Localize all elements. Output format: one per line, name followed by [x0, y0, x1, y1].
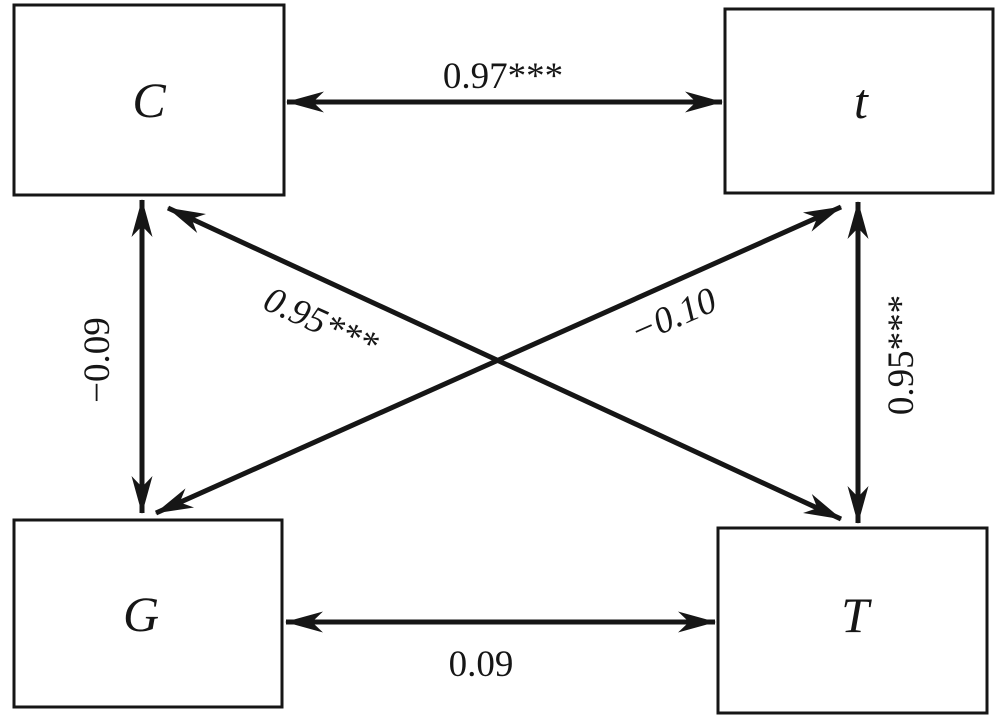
node-C-label: C — [132, 72, 166, 128]
edge-t-T-label: 0.95*** — [881, 295, 922, 415]
edge-G-t-arrow — [154, 204, 843, 516]
edge-C-t-label: 0.97*** — [443, 56, 563, 97]
node-C-box — [12, 3, 286, 197]
edge-G-T-label: 0.09 — [449, 644, 514, 685]
node-t-label: t — [854, 73, 869, 129]
node-G-box — [12, 518, 284, 709]
node-t-box — [723, 7, 995, 195]
edge-G-t-label: −0.10 — [624, 280, 723, 354]
node-T-label: T — [841, 587, 872, 643]
node-G-label: G — [123, 586, 159, 642]
edge-C-T-label: 0.95*** — [258, 279, 385, 366]
node-T-box — [716, 526, 989, 715]
edge-C-G-label: −0.09 — [77, 317, 118, 403]
